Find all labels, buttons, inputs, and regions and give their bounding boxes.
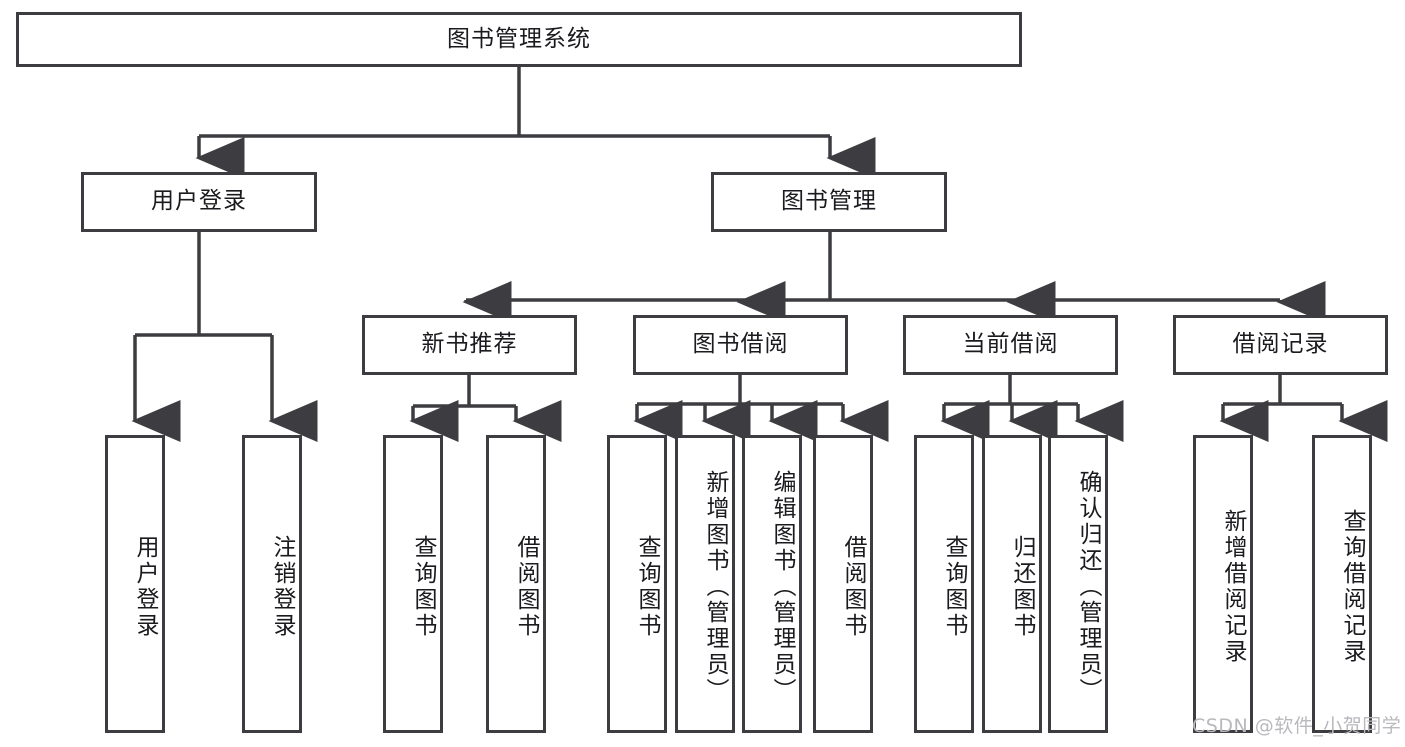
node-leaf-query-book-2-label: 查询图书 [634, 535, 660, 639]
node-borrow-record-label: 借阅记录 [1232, 331, 1329, 358]
node-leaf-edit-book-label: 编辑图书（管理员） [769, 470, 795, 704]
node-leaf-logout-label: 注销登录 [269, 535, 295, 639]
node-leaf-return-book[interactable]: 归还图书 [982, 435, 1042, 733]
node-root[interactable]: 图书管理系统 [16, 12, 1022, 67]
node-leaf-query-book-3-label: 查询图书 [941, 535, 967, 639]
node-leaf-logout[interactable]: 注销登录 [242, 435, 302, 733]
node-leaf-edit-book[interactable]: 编辑图书（管理员） [742, 435, 802, 733]
node-current-borrow[interactable]: 当前借阅 [903, 315, 1118, 375]
node-book-borrow-label: 图书借阅 [692, 331, 789, 358]
node-new-book-recommend[interactable]: 新书推荐 [362, 315, 577, 375]
node-borrow-record[interactable]: 借阅记录 [1173, 315, 1388, 375]
node-leaf-confirm-return[interactable]: 确认归还（管理员） [1048, 435, 1108, 733]
node-user-login[interactable]: 用户登录 [81, 172, 317, 232]
node-leaf-query-record[interactable]: 查询借阅记录 [1312, 435, 1372, 733]
node-book-borrow[interactable]: 图书借阅 [633, 315, 848, 375]
node-leaf-query-record-label: 查询借阅记录 [1339, 509, 1365, 665]
node-leaf-add-record-label: 新增借阅记录 [1220, 509, 1246, 665]
node-leaf-add-record[interactable]: 新增借阅记录 [1193, 435, 1253, 733]
node-new-book-recommend-label: 新书推荐 [421, 331, 518, 358]
node-leaf-query-book-2[interactable]: 查询图书 [607, 435, 667, 733]
node-leaf-borrow-book-2[interactable]: 借阅图书 [813, 435, 873, 733]
node-book-manage-label: 图书管理 [781, 188, 877, 215]
csdn-watermark: CSDN @软件_小贺同学 [1192, 715, 1402, 737]
node-leaf-query-book-1-label: 查询图书 [410, 535, 436, 639]
node-leaf-query-book-1[interactable]: 查询图书 [383, 435, 443, 733]
node-leaf-add-book[interactable]: 新增图书（管理员） [675, 435, 735, 733]
node-leaf-borrow-book-1[interactable]: 借阅图书 [486, 435, 546, 733]
node-current-borrow-label: 当前借阅 [962, 331, 1059, 358]
node-book-manage[interactable]: 图书管理 [711, 172, 947, 232]
node-leaf-user-login-label: 用户登录 [132, 535, 158, 639]
node-leaf-query-book-3[interactable]: 查询图书 [914, 435, 974, 733]
node-leaf-confirm-return-label: 确认归还（管理员） [1075, 470, 1101, 704]
node-leaf-borrow-book-2-label: 借阅图书 [840, 535, 866, 639]
node-leaf-return-book-label: 归还图书 [1009, 535, 1035, 639]
node-leaf-borrow-book-1-label: 借阅图书 [513, 535, 539, 639]
node-root-label: 图书管理系统 [447, 25, 591, 52]
node-user-login-label: 用户登录 [151, 188, 247, 215]
node-leaf-add-book-label: 新增图书（管理员） [702, 470, 728, 704]
node-leaf-user-login[interactable]: 用户登录 [105, 435, 165, 733]
